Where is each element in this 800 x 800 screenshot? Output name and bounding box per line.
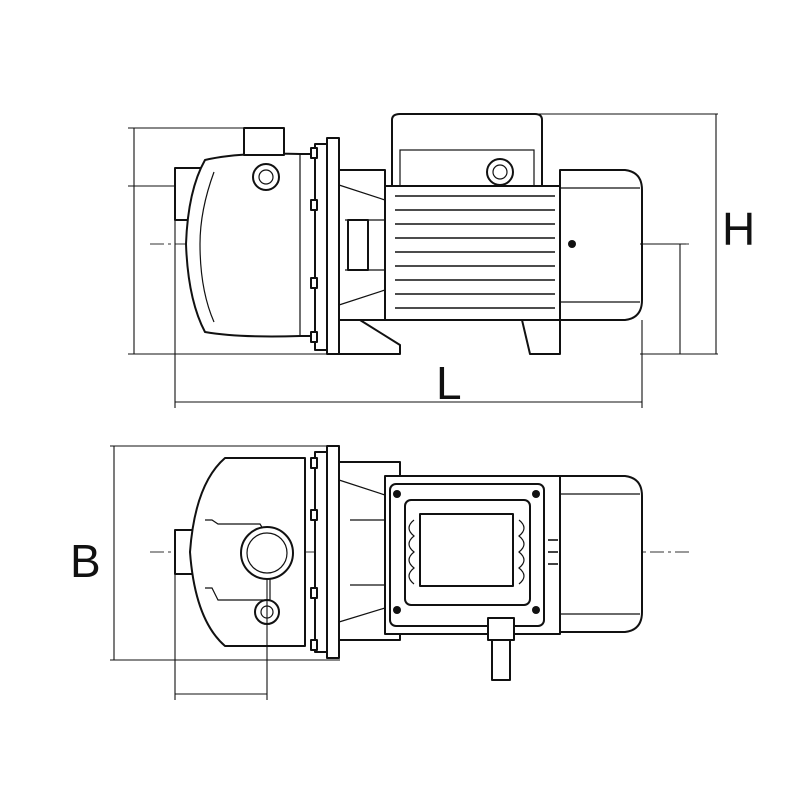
discharge-port <box>243 127 285 156</box>
top-fan-cover <box>559 475 643 633</box>
pump-casing <box>185 152 316 338</box>
top-dimensions <box>110 445 340 700</box>
power-cable <box>491 639 511 681</box>
priming-plug <box>252 163 280 191</box>
cable-gland-top <box>487 617 515 641</box>
top-discharge-port <box>240 526 294 580</box>
side-flange <box>314 143 328 351</box>
side-dimensions <box>128 113 718 408</box>
top-flange <box>314 451 328 653</box>
shaft-center-dot <box>568 240 576 248</box>
pump-foot <box>338 319 401 355</box>
nameplate <box>419 513 514 587</box>
dimension-label-height: H <box>722 203 756 255</box>
dimension-label-width: B <box>70 535 101 587</box>
top-view <box>150 445 690 681</box>
side-view <box>150 113 690 355</box>
cable-gland-side <box>486 158 514 186</box>
fan-cover <box>559 169 643 321</box>
motor-body <box>384 185 561 321</box>
dimension-label-length: L <box>436 357 462 409</box>
cooling-fins <box>395 195 555 309</box>
motor-foot <box>521 319 561 355</box>
